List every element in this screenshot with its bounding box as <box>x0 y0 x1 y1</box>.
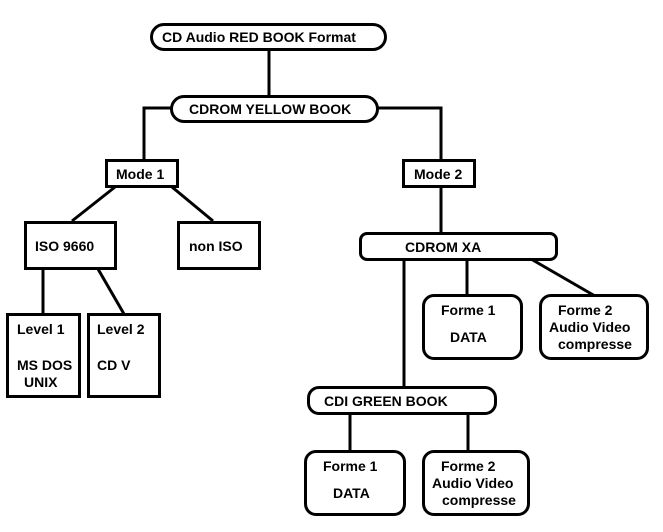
node-label: MS DOS <box>17 357 73 373</box>
node-label: Mode 1 <box>116 166 165 182</box>
node-label: Audio Video <box>549 319 631 335</box>
node-cdi-forme-1: Forme 1 DATA <box>304 450 406 516</box>
node-label: UNIX <box>24 374 58 390</box>
node-label: Audio Video <box>432 475 514 491</box>
node-xa-forme-1: Forme 1 DATA <box>422 294 523 360</box>
edge-mode1-to-non-iso <box>171 185 214 223</box>
node-xa-forme-2: Forme 2 Audio Video compresse <box>539 294 649 360</box>
node-cdi-green-book: CDI GREEN BOOK <box>307 386 497 415</box>
node-label: CD Audio RED BOOK Format <box>162 29 356 45</box>
edge-cdrom-xa-to-xa-forme2 <box>530 257 596 298</box>
node-cdrom-yellow-book: CDROM YELLOW BOOK <box>170 95 379 123</box>
node-level-2: Level 2 CD V <box>87 313 161 398</box>
node-label: CDI GREEN BOOK <box>324 393 448 409</box>
node-non-iso: non ISO <box>177 221 261 270</box>
node-label: CD V <box>97 357 131 373</box>
node-label: Forme 1 <box>441 302 496 318</box>
edge-iso9660-to-level2 <box>96 268 126 315</box>
node-label: Mode 2 <box>414 166 463 182</box>
node-label: Level 1 <box>17 321 65 337</box>
node-iso-9660: ISO 9660 <box>24 221 117 270</box>
edge-mode1-to-iso9660 <box>71 185 116 223</box>
node-label: compresse <box>558 336 632 352</box>
node-label: Forme 2 <box>441 458 496 474</box>
node-label: Forme 1 <box>323 458 378 474</box>
node-label: non ISO <box>189 238 243 254</box>
node-cdrom-xa: CDROM XA <box>359 232 558 261</box>
node-label: DATA <box>450 329 487 345</box>
edge-yellow-book-to-mode1 <box>142 106 172 160</box>
node-label: CDROM XA <box>405 239 482 255</box>
edge-yellow-book-to-mode2 <box>377 106 443 160</box>
node-cdi-forme-2: Forme 2 Audio Video compresse <box>422 450 530 516</box>
node-cd-audio-red-book: CD Audio RED BOOK Format <box>150 23 387 51</box>
node-mode-1: Mode 1 <box>105 159 179 188</box>
node-level-1: Level 1 MS DOS UNIX <box>6 313 81 398</box>
node-mode-2: Mode 2 <box>402 159 476 188</box>
node-label: CDROM YELLOW BOOK <box>189 101 352 117</box>
node-label: Forme 2 <box>558 302 613 318</box>
node-label: ISO 9660 <box>35 238 95 254</box>
node-label: Level 2 <box>97 321 145 337</box>
node-label: DATA <box>333 485 370 501</box>
node-label: compresse <box>442 492 516 508</box>
